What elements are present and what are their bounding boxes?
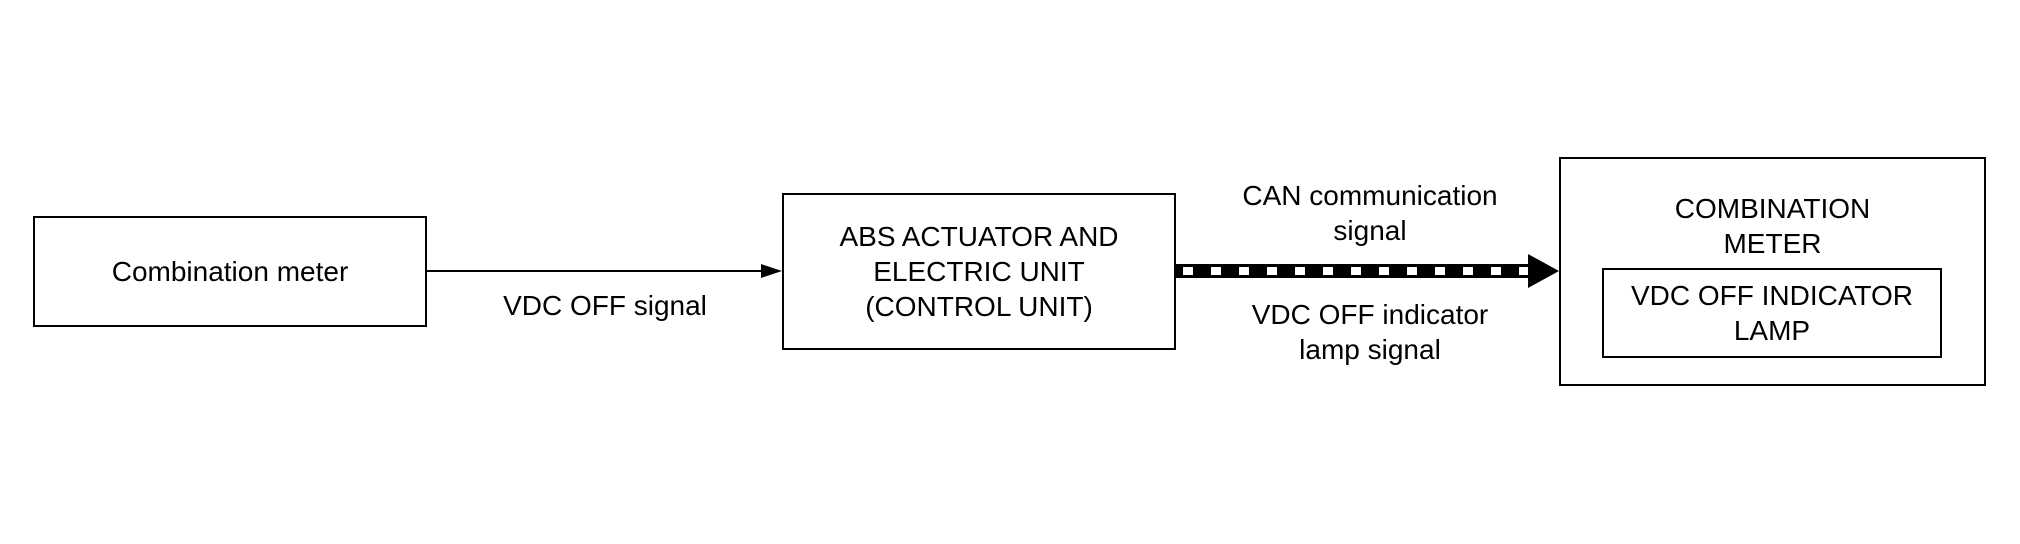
abs-actuator-line-1: ABS ACTUATOR AND [839, 221, 1119, 252]
can-dash [1183, 267, 1193, 275]
can-communication-arrow [1175, 254, 1559, 288]
lamp-label-line-1: VDC OFF INDICATOR [1630, 280, 1914, 311]
indicator-signal-line-1: VDC OFF indicator [1251, 299, 1489, 330]
combination-meter-title-line-2: METER [1723, 228, 1822, 259]
lamp-label-line-2: LAMP [1733, 315, 1811, 346]
can-label-line-1: CAN communication [1242, 180, 1498, 211]
abs-actuator-box: ABS ACTUATOR AND ELECTRIC UNIT (CONTROL … [782, 193, 1176, 350]
can-dash [1491, 267, 1501, 275]
vdc-off-signal-label: VDC OFF signal [503, 290, 707, 321]
combination-meter-label: Combination meter [111, 256, 349, 287]
can-dash [1211, 267, 1221, 275]
can-dash [1407, 267, 1417, 275]
vdc-off-signal-arrow [426, 264, 782, 278]
can-dash [1295, 267, 1305, 275]
can-dash [1435, 267, 1445, 275]
vdc-off-indicator-signal-label: VDC OFF indicator lamp signal [1180, 297, 1560, 367]
indicator-signal-line-2: lamp signal [1299, 334, 1441, 365]
can-communication-label: CAN communication signal [1180, 178, 1560, 248]
combination-meter-output-box: COMBINATION METER [1559, 157, 1986, 386]
can-dash [1239, 267, 1249, 275]
abs-actuator-line-2: ELECTRIC UNIT [873, 256, 1085, 287]
can-dash [1351, 267, 1361, 275]
abs-actuator-line-3: (CONTROL UNIT) [865, 291, 1093, 322]
can-dash [1379, 267, 1389, 275]
can-dash [1519, 267, 1529, 275]
can-label-line-2: signal [1333, 215, 1407, 246]
vdc-off-indicator-lamp-box: VDC OFF INDICATOR LAMP [1602, 268, 1942, 358]
can-dash [1323, 267, 1333, 275]
can-dash [1463, 267, 1473, 275]
combination-meter-box: Combination meter [33, 216, 427, 327]
can-dash [1267, 267, 1277, 275]
combination-meter-title-line-1: COMBINATION [1674, 193, 1871, 224]
